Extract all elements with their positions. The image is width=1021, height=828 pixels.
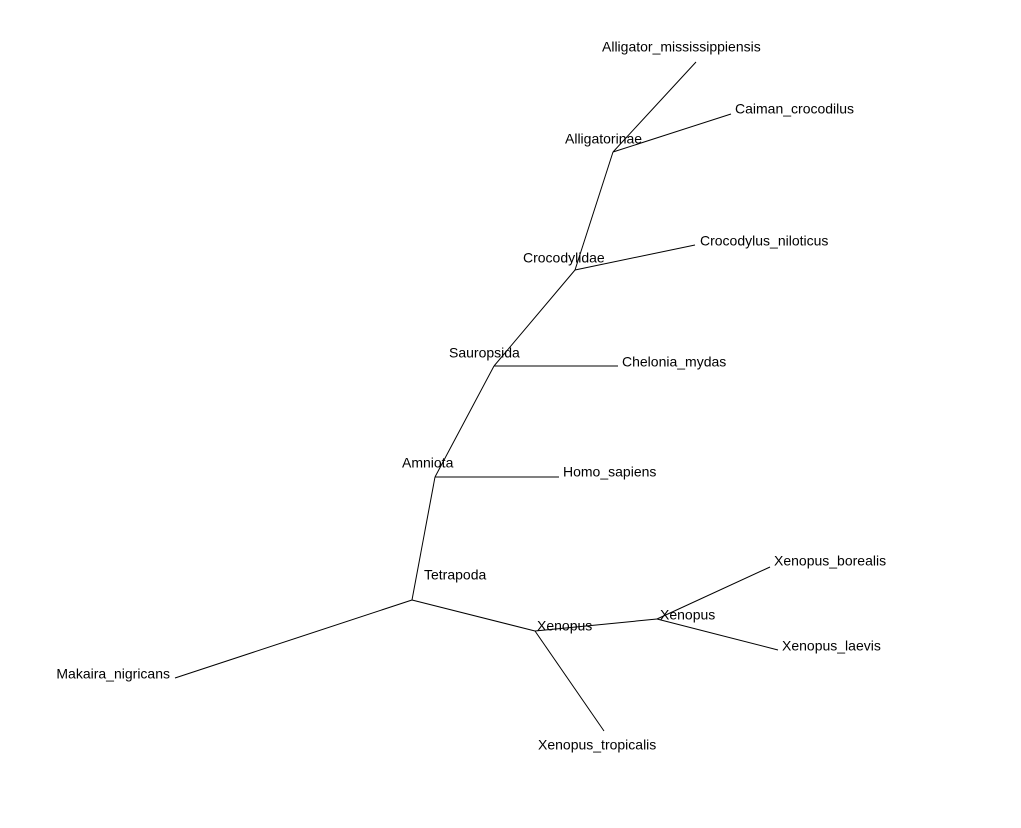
branch-n_tetrapoda_root-n_xenopus_outer <box>411 599 536 632</box>
branch-n_alligatorinae-leaf_caiman <box>612 113 732 153</box>
clade-label-n_xenopus_inner: Xenopus <box>660 607 715 623</box>
taxon-label-leaf_crocodylus: Crocodylus_niloticus <box>700 233 828 249</box>
clade-label-n_sauropsida: Sauropsida <box>449 345 520 361</box>
branch-n_amniota-n_sauropsida <box>434 365 495 478</box>
taxon-label-leaf_xtropicalis: Xenopus_tropicalis <box>538 737 656 753</box>
tree-labels: Tetrapoda Amniota Sauropsida Crocodylidae A… <box>56 39 886 753</box>
clade-label-n_crocodylidae: Crocodylidae <box>523 250 605 266</box>
branch-n_crocodylidae-leaf_crocodylus <box>574 244 696 271</box>
taxon-label-leaf_xlaevis: Xenopus_laevis <box>782 638 881 654</box>
branch-n_xenopus_outer-n_xenopus_inner <box>534 618 658 632</box>
clade-label-n_alligatorinae: Alligatorinae <box>565 131 642 147</box>
branch-n_tetrapoda_root-leaf_makaira <box>174 599 413 679</box>
tree-branches <box>174 61 779 732</box>
taxon-label-leaf_chelonia: Chelonia_mydas <box>622 354 726 370</box>
branch-n_xenopus_outer-leaf_xtropicalis <box>534 630 605 732</box>
taxon-label-leaf_alligator: Alligator_mississippiensis <box>602 39 761 55</box>
taxon-label-leaf_caiman: Caiman_crocodilus <box>735 101 854 117</box>
branch-n_sauropsida-n_crocodylidae <box>493 269 576 367</box>
taxon-label-leaf_makaira: Makaira_nigricans <box>56 666 170 682</box>
taxon-label-leaf_homo: Homo_sapiens <box>563 464 656 480</box>
branch-n_tetrapoda_root-n_amniota <box>411 476 436 601</box>
clade-label-n_amniota: Amniota <box>402 455 454 471</box>
branch-n_alligatorinae-leaf_alligator <box>612 61 697 153</box>
taxon-label-leaf_xborealis: Xenopus_borealis <box>774 553 886 569</box>
clade-label-tetrapoda: Tetrapoda <box>424 567 486 583</box>
branch-n_xenopus_inner-leaf_xborealis <box>656 566 771 620</box>
branch-n_xenopus_inner-leaf_xlaevis <box>656 618 779 651</box>
branch-n_crocodylidae-n_alligatorinae <box>574 151 614 271</box>
clade-label-n_xenopus_outer: Xenopus <box>537 618 592 634</box>
